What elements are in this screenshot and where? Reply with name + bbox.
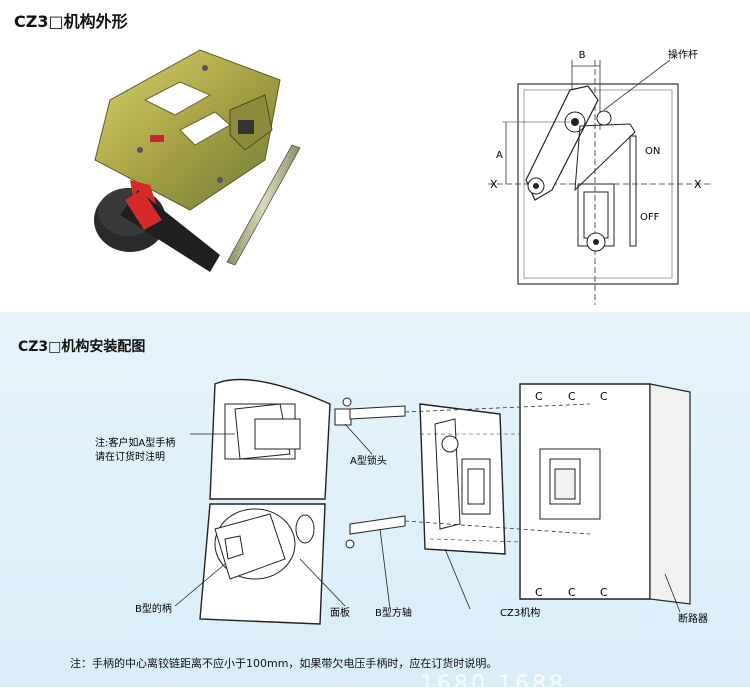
cz3-label: CZ3机构 <box>500 606 540 619</box>
x-label-left: X <box>490 178 498 191</box>
breaker-label: 断路器 <box>678 612 708 625</box>
door-panel <box>199 378 331 625</box>
terminal-c-4: C <box>535 586 543 599</box>
dimension-drawing: B A 操作杆 ON OFF X X <box>488 48 710 305</box>
terminal-c-3: C <box>600 390 608 403</box>
cz3-mechanism <box>419 403 506 555</box>
mechanism-photo <box>94 49 301 272</box>
terminal-c-5: C <box>568 586 576 599</box>
b-shaft-label: B型方轴 <box>375 606 412 619</box>
installation-drawing: C C C C C C 注:客户如A型手柄 请在订货时注明 A型锁头 B型的柄 … <box>95 378 708 625</box>
a-lock-head <box>334 397 406 426</box>
rotary-handle <box>94 180 220 272</box>
outline-section: CZ3□机构外形 <box>0 0 750 312</box>
a-lock-label: A型锁头 <box>350 454 387 467</box>
terminal-c-6: C <box>600 586 608 599</box>
section-title-outline: CZ3□机构外形 <box>14 12 128 31</box>
panel-label: 面板 <box>330 606 350 619</box>
off-label: OFF <box>640 212 660 223</box>
terminal-c-1: C <box>535 390 543 403</box>
note-a-handle-line1: 注:客户如A型手柄 <box>95 436 175 449</box>
note-a-handle-line2: 请在订货时注明 <box>95 450 165 463</box>
operating-lever <box>525 85 637 252</box>
section-title-installation: CZ3□机构安装配图 <box>18 339 146 355</box>
square-shaft <box>226 144 301 266</box>
b-handle-label: B型的柄 <box>135 602 172 615</box>
dim-b-label: B <box>579 50 586 61</box>
mounting-plate <box>94 49 281 211</box>
x-label-right: X <box>694 178 702 191</box>
on-label: ON <box>645 146 660 157</box>
circuit-breaker <box>519 383 691 605</box>
lever-label: 操作杆 <box>668 48 698 61</box>
terminal-c-2: C <box>568 390 576 403</box>
footer-note: 注：手柄的中心离铰链距离不应小于100mm，如果带欠电压手柄时，应在订货时说明。 <box>70 657 498 670</box>
installation-section: CZ3□机构安装配图 <box>0 312 750 697</box>
b-square-shaft <box>345 515 406 549</box>
dim-a-label: A <box>496 150 503 161</box>
watermark: 1680 1688 <box>420 672 566 697</box>
